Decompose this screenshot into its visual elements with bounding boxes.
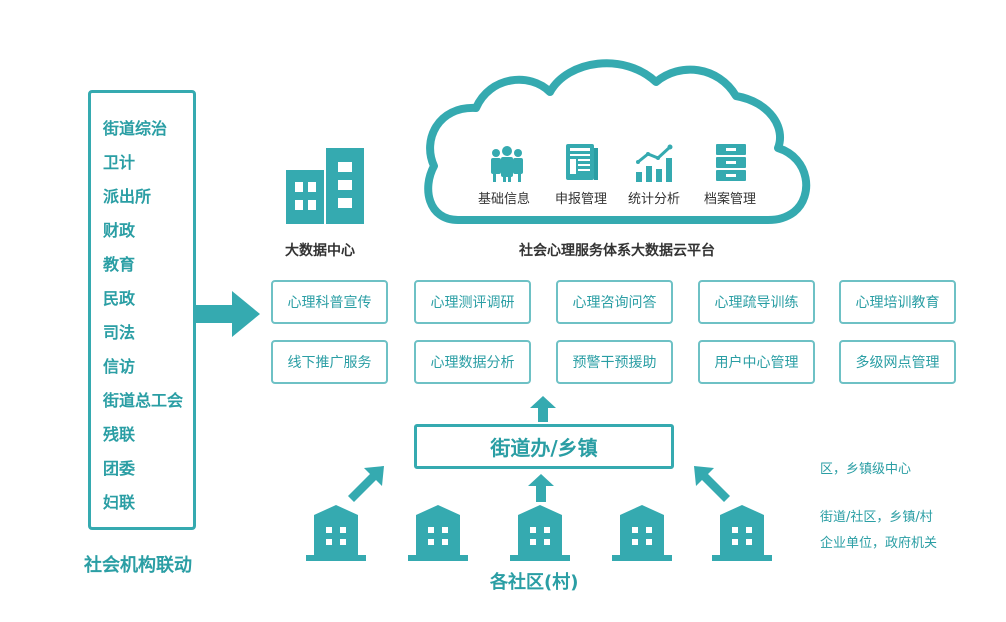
agency-item: 教育 [103,255,136,274]
service-box: 线下推广服务 [271,340,388,384]
agency-item: 妇联 [103,493,136,512]
agency-item: 信访 [103,357,136,376]
community-label: 各社区(村) [490,572,579,593]
agency-item: 司法 [103,323,136,342]
service-box: 多级网点管理 [839,340,956,384]
agency-item: 派出所 [103,187,152,206]
agency-list-box: 街道综治 卫计 派出所 财政 教育 民政 司法 信访 街道总工会 残联 团委 妇… [88,90,196,530]
service-box: 心理培训教育 [839,280,956,324]
note-level-2: 街道/社区，乡镇/村 [820,510,933,525]
people-icon [491,146,523,182]
agency-item: 残联 [103,425,136,444]
building-icon [286,148,364,224]
community-building-icon [712,505,772,561]
community-building-icon [306,505,366,561]
community-building-icon [408,505,468,561]
community-building-icon [510,505,570,561]
agency-item: 卫计 [103,153,136,172]
cloud-platform-caption: 社会心理服务体系大数据云平台 [519,243,715,259]
agency-item: 街道综治 [103,119,168,138]
diagonal-arrow-icon [694,466,730,502]
cloud-item-label: 统计分析 [628,192,681,207]
service-box: 用户中心管理 [698,340,815,384]
agency-caption: 社会机构联动 [84,555,192,576]
agency-item: 团委 [103,459,136,478]
note-level-3: 企业单位，政府机关 [820,536,938,551]
cloud-item-label: 基础信息 [478,192,531,207]
service-box: 心理咨询问答 [556,280,673,324]
cloud-item-label: 档案管理 [704,192,757,207]
community-building-icon [612,505,672,561]
service-box: 心理数据分析 [414,340,531,384]
agency-item: 财政 [103,221,136,240]
service-box: 心理疏导训练 [698,280,815,324]
agency-item: 民政 [103,289,136,308]
service-box: 心理测评调研 [414,280,531,324]
up-arrow-icon [530,396,556,422]
right-arrow-icon [196,291,260,337]
agency-item: 街道总工会 [103,391,184,410]
cloud-item-label: 申报管理 [555,192,608,207]
data-center-label: 大数据中心 [285,243,355,259]
service-box: 心理科普宣传 [271,280,388,324]
note-level-1: 区，乡镇级中心 [820,462,912,477]
up-arrow-icon [528,474,554,502]
cloud-icon [424,59,811,224]
diagonal-arrow-icon [348,466,384,502]
cabinet-icon [716,144,746,181]
service-box: 预警干预援助 [556,340,673,384]
report-icon [566,144,598,180]
street-office-box: 街道办/乡镇 [414,424,674,469]
bar-chart-icon [636,144,673,182]
